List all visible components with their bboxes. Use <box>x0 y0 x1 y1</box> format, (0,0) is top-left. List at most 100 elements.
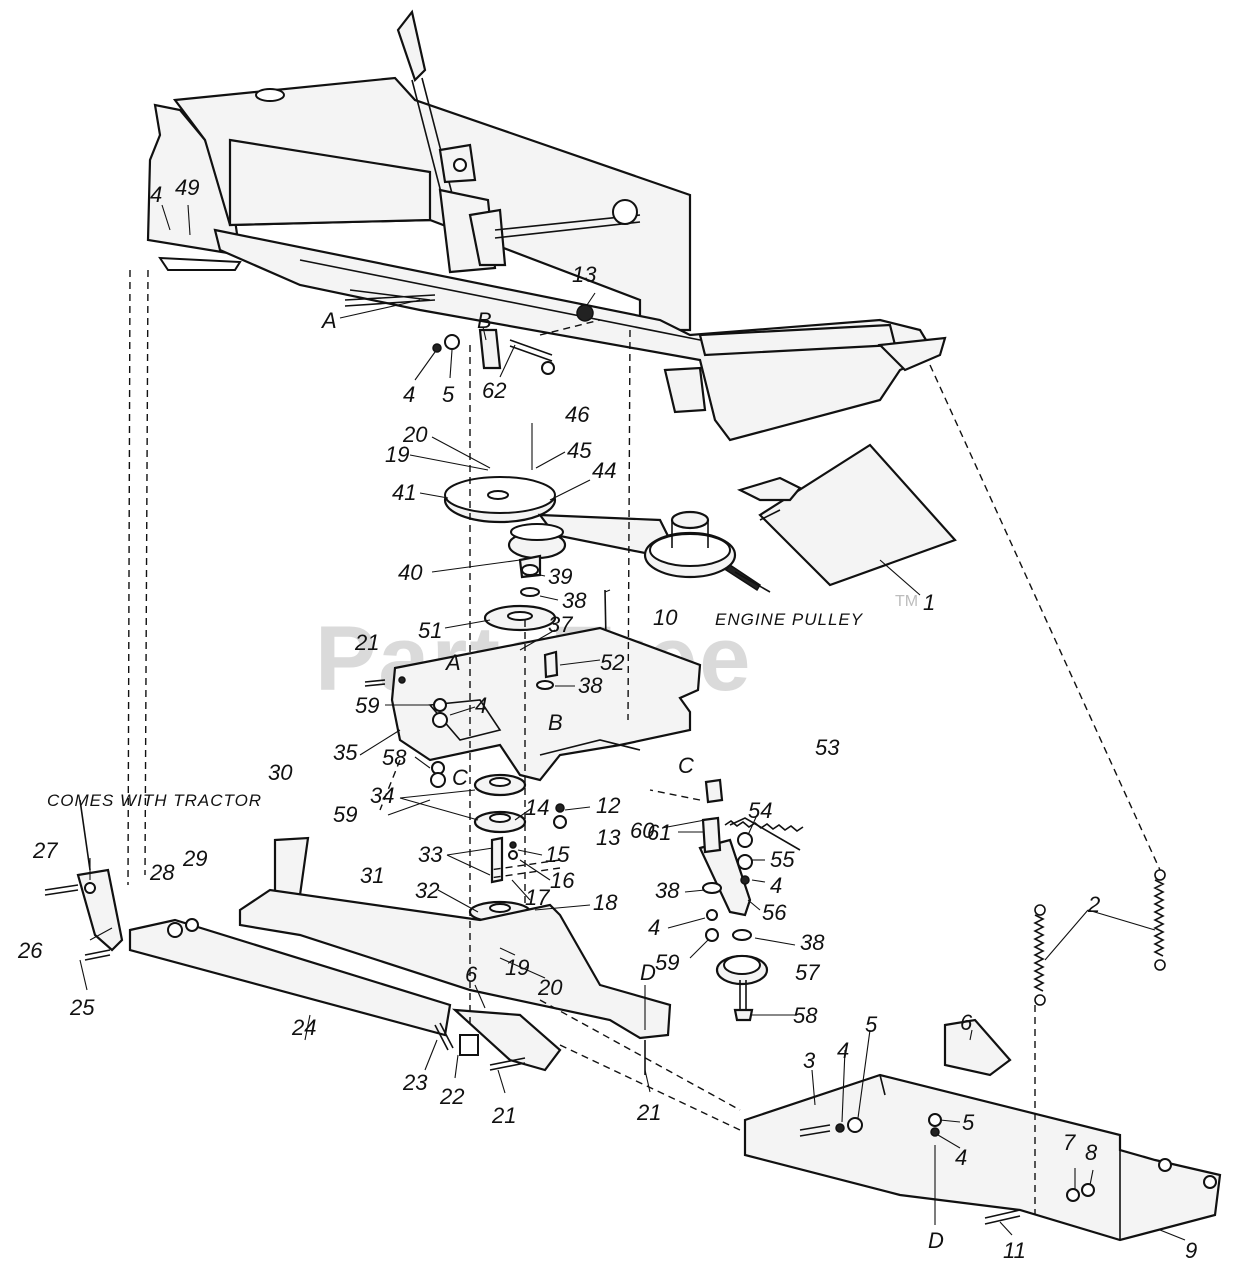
comes-with-tractor-caption: COMES WITH TRACTOR <box>47 791 262 810</box>
callout-11: 11 <box>1003 1238 1026 1263</box>
callout-62: 62 <box>482 378 506 403</box>
callout-6: 6 <box>960 1010 973 1035</box>
callout-6: 6 <box>465 962 478 987</box>
callout-5: 5 <box>865 1012 878 1037</box>
callout-52: 52 <box>600 650 624 675</box>
callout-5: 5 <box>442 382 455 407</box>
callout-9: 9 <box>1185 1238 1197 1263</box>
callout-32: 32 <box>415 878 439 903</box>
callout-c: C <box>452 765 468 790</box>
spindle-drawing <box>468 773 567 960</box>
callout-4: 4 <box>837 1038 849 1063</box>
callout-10: 10 <box>653 605 678 630</box>
callout-25: 25 <box>69 995 95 1020</box>
callout-37: 37 <box>548 612 573 637</box>
callout-20: 20 <box>537 975 563 1000</box>
tractor-frame-drawing <box>146 9 947 442</box>
callout-21: 21 <box>491 1103 516 1128</box>
callout-54: 54 <box>748 798 772 823</box>
callout-19: 19 <box>385 442 409 467</box>
callout-31: 31 <box>360 863 384 888</box>
callout-27: 27 <box>32 838 58 863</box>
callout-18: 18 <box>593 890 618 915</box>
idler-bracket-drawing <box>364 626 702 788</box>
callout-38: 38 <box>562 588 587 613</box>
idler-arm-drawing <box>698 778 804 1022</box>
callout-30: 30 <box>268 760 293 785</box>
callout-3: 3 <box>803 1048 816 1073</box>
trademark-text: TM <box>895 593 918 610</box>
callout-59: 59 <box>333 802 357 827</box>
callout-20: 20 <box>402 422 428 447</box>
engine-pulley-caption: ENGINE PULLEY <box>715 610 864 629</box>
callout-4: 4 <box>150 182 162 207</box>
callout-19: 19 <box>505 955 529 980</box>
callout-4: 4 <box>403 382 415 407</box>
callout-39: 39 <box>548 564 572 589</box>
callout-a: A <box>320 308 337 333</box>
callout-49: 49 <box>175 175 199 200</box>
reference-lines <box>127 269 1161 1215</box>
callout-59: 59 <box>355 693 379 718</box>
callout-53: 53 <box>815 735 840 760</box>
pulley-belt-drawing <box>443 476 762 641</box>
callout-46: 46 <box>565 402 590 427</box>
callout-labels: 4 49 13 A B 4 5 62 46 20 45 19 44 41 40 … <box>17 175 1197 1263</box>
callout-29: 29 <box>182 846 207 871</box>
callout-34: 34 <box>370 783 394 808</box>
callout-a: A <box>444 650 461 675</box>
callout-24: 24 <box>291 1015 316 1040</box>
engine-pulley-arrow <box>734 571 771 593</box>
callout-d: D <box>928 1228 944 1253</box>
callout-b: B <box>548 710 563 735</box>
callout-7: 7 <box>1063 1130 1076 1155</box>
callout-1: 1 <box>923 590 935 615</box>
callout-c: C <box>678 753 694 778</box>
callout-59: 59 <box>655 950 679 975</box>
callout-45: 45 <box>567 438 592 463</box>
callout-14: 14 <box>525 795 549 820</box>
callout-21: 21 <box>354 630 379 655</box>
callout-55: 55 <box>770 847 795 872</box>
callout-13: 13 <box>572 262 597 287</box>
callout-21: 21 <box>636 1100 661 1125</box>
callout-4: 4 <box>475 693 487 718</box>
callout-61: 61 <box>647 820 671 845</box>
callout-33: 33 <box>418 842 443 867</box>
callout-57: 57 <box>795 960 820 985</box>
callout-58: 58 <box>382 745 407 770</box>
lower-brackets-drawing <box>44 836 672 1075</box>
callout-56: 56 <box>762 900 787 925</box>
callout-40: 40 <box>398 560 423 585</box>
callout-8: 8 <box>1085 1140 1098 1165</box>
belt-guard-drawing <box>737 443 957 587</box>
callout-16: 16 <box>550 868 575 893</box>
callout-26: 26 <box>17 938 43 963</box>
callout-d: D <box>640 960 656 985</box>
callout-51: 51 <box>418 618 442 643</box>
callout-5: 5 <box>962 1110 975 1135</box>
deck-hanger-drawing <box>743 869 1222 1242</box>
callout-4: 4 <box>770 873 782 898</box>
callout-58: 58 <box>793 1003 818 1028</box>
callout-38: 38 <box>578 673 603 698</box>
callout-2: 2 <box>1087 892 1100 917</box>
callout-38: 38 <box>655 878 680 903</box>
callout-44: 44 <box>592 458 616 483</box>
callout-41: 41 <box>392 480 416 505</box>
callout-28: 28 <box>149 860 175 885</box>
callout-15: 15 <box>545 842 570 867</box>
callout-60: 60 <box>630 818 655 843</box>
callout-17: 17 <box>525 885 550 910</box>
callout-35: 35 <box>333 740 358 765</box>
callout-b: B <box>477 308 492 333</box>
callout-22: 22 <box>439 1084 464 1109</box>
callout-38: 38 <box>800 930 825 955</box>
leader-lines <box>79 204 1186 1241</box>
callout-23: 23 <box>402 1070 428 1095</box>
comes-with-tractor-arrow <box>79 799 91 871</box>
callout-12: 12 <box>596 793 620 818</box>
callout-13: 13 <box>596 825 621 850</box>
callout-4: 4 <box>955 1145 967 1170</box>
